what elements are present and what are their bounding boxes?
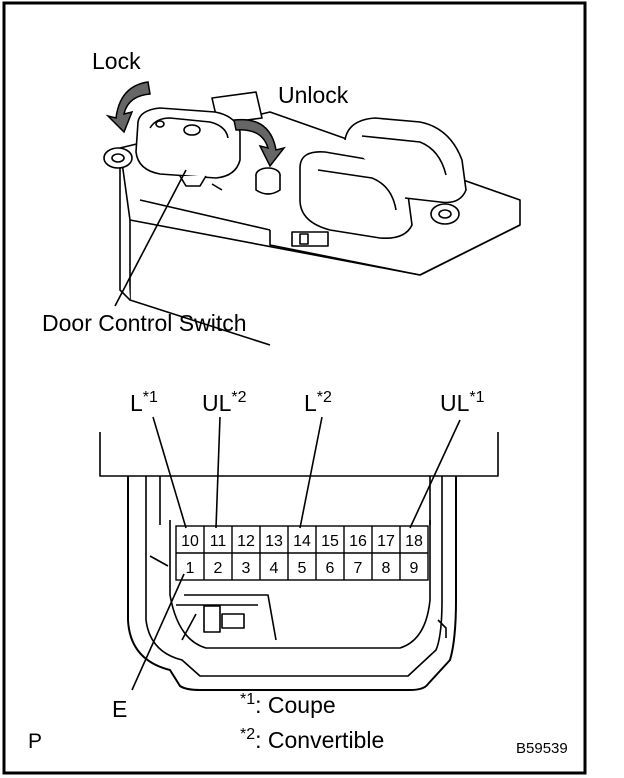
switch-panel-illustration [103,91,521,346]
pin-leader-lines [131,416,461,691]
lock-arrow-icon [105,81,151,134]
corner-p-label: P [28,730,42,753]
pin-label-e: E [112,696,127,722]
outer-frame [2,1,587,775]
unlock-arrow-icon [233,118,286,168]
lock-label: Lock [92,48,141,74]
connector-pin-grid [175,525,429,581]
legend-coupe: *1: Coupe [240,691,336,718]
pin-11: 11 [210,533,227,550]
pin-label-l-convertible: L*2 [304,389,332,416]
pin-3: 3 [242,560,251,577]
pin-numbers-bottom-row: 1 2 3 4 5 6 7 8 9 [186,560,419,577]
pin-2: 2 [214,560,223,577]
pin-numbers-top-row: 10 11 12 13 14 15 16 17 18 [181,533,423,550]
door-control-switch-label: Door Control Switch [42,310,247,336]
pin-5: 5 [298,560,307,577]
pin-9: 9 [410,560,419,577]
pin-6: 6 [326,560,335,577]
legend-convertible: *2: Convertible [240,726,384,753]
pin-14: 14 [293,533,311,550]
pin-label-l-coupe: L*1 [130,389,158,416]
unlock-label: Unlock [278,82,349,108]
figure-id: B59539 [516,740,568,757]
pin-17: 17 [377,533,395,550]
connector-illustration [99,432,499,691]
pin-16: 16 [349,533,367,550]
pin-label-ul-convertible: UL*2 [202,389,247,416]
pin-10: 10 [181,533,199,550]
pin-12: 12 [237,533,255,550]
pin-13: 13 [265,533,283,550]
pin-1: 1 [186,560,195,577]
switch-leader-line [114,169,187,307]
pin-7: 7 [354,560,363,577]
pin-15: 15 [321,533,339,550]
pin-4: 4 [270,560,279,577]
pin-8: 8 [382,560,391,577]
pin-label-ul-coupe: UL*1 [440,389,485,416]
pin-18: 18 [405,533,423,550]
